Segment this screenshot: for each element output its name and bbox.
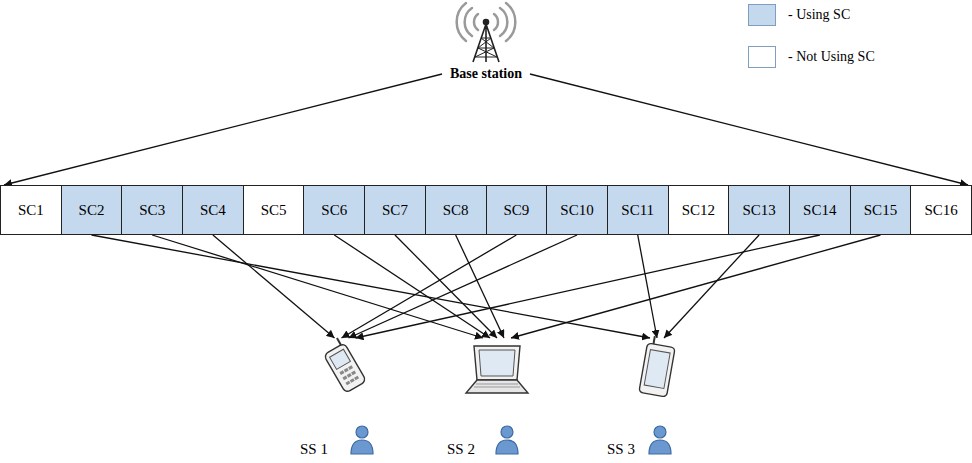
laptop-screen: [479, 350, 515, 376]
subcarrier-label: SC14: [803, 202, 836, 219]
subcarrier-box: SC2: [61, 185, 123, 235]
cell-phone-icon: [320, 336, 367, 393]
user-icon: [351, 426, 373, 454]
subscriber-station: SS 1: [298, 338, 380, 460]
wave: [457, 3, 466, 41]
laptop-keys: [474, 384, 520, 387]
subscriber-station: SS 3: [605, 338, 687, 460]
wave: [500, 8, 507, 36]
tablet-screen: [644, 350, 670, 389]
wave: [494, 14, 498, 30]
signal-arrow: [4, 74, 442, 185]
laptop-icon: [466, 346, 528, 393]
tower-legs: [473, 24, 499, 62]
tower-braces: [475, 38, 497, 57]
user-icon: [649, 426, 671, 454]
wave: [465, 8, 472, 36]
laptop-lid: [474, 346, 520, 380]
subcarrier-box: SC14: [789, 185, 851, 235]
tablet-icon: [639, 335, 677, 397]
subcarrier-box: SC6: [303, 185, 365, 235]
signal-arrow: [395, 235, 497, 338]
subcarrier-box: SC11: [607, 185, 669, 235]
subcarrier-label: SC8: [443, 202, 469, 219]
legend-text: - Not Using SC: [788, 49, 875, 65]
subcarrier-box: SC5: [243, 185, 305, 235]
laptop-base: [466, 380, 528, 393]
subcarrier-box: SC9: [486, 185, 548, 235]
signal-arrow: [213, 235, 335, 338]
phone-screen: [330, 349, 351, 369]
signal-arrow: [349, 235, 578, 338]
wave: [506, 3, 515, 41]
subcarrier-label: SC10: [560, 202, 593, 219]
subcarrier-box: SC16: [910, 185, 972, 235]
base-station-node: Base station: [442, 63, 530, 85]
subcarrier-label: SC16: [924, 202, 957, 219]
station-label: SS 3: [607, 441, 635, 458]
signal-arrow: [342, 235, 517, 338]
signal-arrow: [356, 235, 820, 338]
signal-arrow: [664, 235, 759, 338]
tablet-pen: [653, 336, 654, 344]
subcarrier-label: SC1: [18, 202, 44, 219]
legend-text: - Using SC: [788, 7, 850, 23]
subcarrier-label: SC7: [382, 202, 408, 219]
subcarrier-label: SC11: [621, 202, 654, 219]
signal-arrow: [638, 235, 657, 338]
subscriber-station: SS 2: [445, 338, 527, 460]
subcarrier-box: SC12: [668, 185, 730, 235]
subcarrier-box: SC4: [182, 185, 244, 235]
subcarrier-box: SC7: [364, 185, 426, 235]
subcarrier-label: SC9: [503, 202, 529, 219]
wave: [474, 14, 478, 30]
subcarrier-box: SC1: [0, 185, 62, 235]
subcarrier-label: SC15: [864, 202, 897, 219]
legend-entry: - Using SC: [748, 4, 875, 26]
subcarrier-box: SC15: [850, 185, 912, 235]
subcarrier-label: SC12: [682, 202, 715, 219]
signal-arrow: [511, 235, 880, 338]
tablet-body: [639, 343, 675, 397]
subcarrier-label: SC13: [742, 202, 775, 219]
phone-body: [324, 343, 367, 393]
legend-swatch: [748, 4, 776, 26]
subcarrier-box: SC8: [425, 185, 487, 235]
subcarrier-label: SC3: [139, 202, 165, 219]
phone-antenna: [337, 338, 341, 345]
subcarrier-box: SC13: [728, 185, 790, 235]
user-icon: [496, 426, 518, 454]
tower-icon: [473, 20, 499, 63]
subcarrier-label: SC6: [321, 202, 347, 219]
legend: - Using SC - Not Using SC: [748, 4, 875, 68]
subcarrier-label: SC4: [200, 202, 226, 219]
signal-arrow: [334, 235, 490, 338]
station-label: SS 2: [447, 441, 475, 458]
legend-swatch: [748, 46, 776, 68]
subcarrier-label: SC2: [79, 202, 105, 219]
station-label: SS 1: [300, 441, 328, 458]
subcarrier-box: SC10: [546, 185, 608, 235]
signal-arrow: [152, 235, 483, 338]
signal-arrow: [530, 74, 968, 185]
subcarrier-label: SC5: [261, 202, 287, 219]
subcarrier-box: SC3: [121, 185, 183, 235]
phone-keys: [339, 365, 359, 385]
antenna-tip: [484, 20, 489, 25]
legend-entry: - Not Using SC: [748, 46, 875, 68]
base-station-label: Base station: [450, 66, 522, 82]
